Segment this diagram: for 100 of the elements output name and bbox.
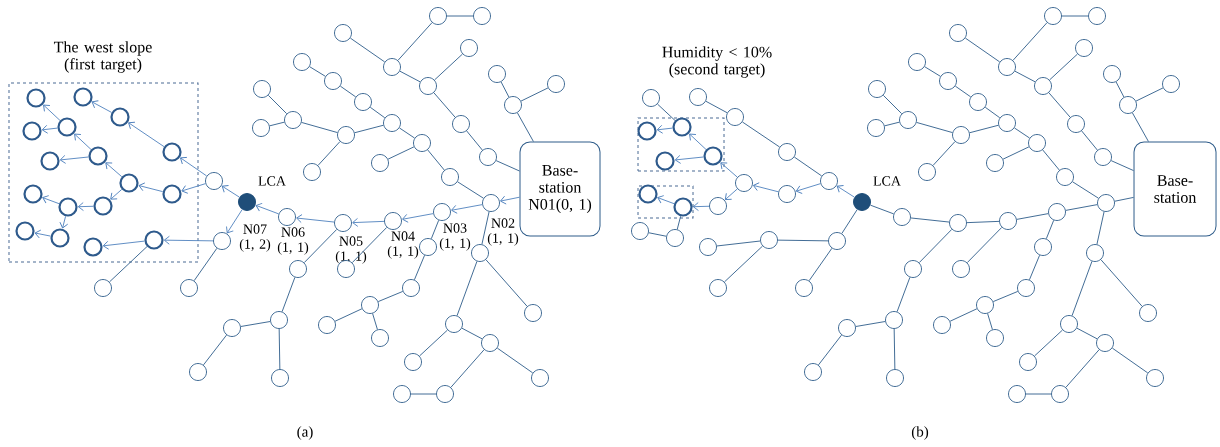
sensor-node	[337, 126, 355, 144]
link-line	[987, 313, 993, 330]
sensor-node	[655, 151, 675, 171]
link-line	[397, 22, 433, 61]
sensor-node	[886, 369, 904, 387]
arrow	[689, 133, 707, 150]
link-line	[461, 327, 483, 340]
link-line	[456, 260, 478, 317]
sensor-node	[709, 279, 727, 297]
link-line	[281, 276, 296, 313]
sensor-node	[1060, 315, 1078, 333]
sensor-node	[673, 197, 693, 217]
arrow	[105, 162, 123, 178]
link-line	[1081, 130, 1098, 151]
node-label: N02 (1, 1)	[487, 218, 519, 246]
link-line	[387, 146, 415, 160]
sensor-node	[795, 279, 813, 297]
sensor-node	[638, 184, 658, 204]
sensor-node	[893, 208, 911, 226]
sensor-node	[284, 111, 302, 129]
sensor-node	[1008, 385, 1026, 403]
sensor-node	[986, 154, 1004, 172]
sensor-node	[94, 279, 112, 297]
sensor-node	[1051, 385, 1069, 403]
arrow	[181, 183, 206, 194]
sensor-node	[868, 80, 886, 98]
arrow	[138, 182, 164, 193]
link-line	[818, 334, 842, 366]
sensor-node	[1097, 194, 1115, 212]
sensor-node	[908, 53, 926, 71]
link-line	[1096, 211, 1105, 245]
sensor-node	[354, 93, 372, 111]
arrow	[500, 195, 520, 205]
link-line	[966, 226, 1003, 264]
link-line	[910, 217, 950, 223]
arrow	[77, 202, 94, 211]
sensor-node	[952, 126, 970, 144]
link-line	[369, 106, 386, 119]
sensor-node	[205, 172, 223, 190]
sensor-node	[58, 197, 78, 217]
link-line	[354, 124, 384, 134]
sensor-node	[1075, 39, 1093, 57]
arrow	[74, 133, 92, 150]
arrow	[752, 182, 779, 193]
arrow	[451, 204, 483, 214]
link-line	[1065, 204, 1098, 211]
sensor-node	[119, 173, 139, 193]
sensor-node	[969, 93, 987, 111]
sensor-node	[73, 87, 93, 107]
link-line	[495, 160, 520, 172]
link-line	[240, 321, 271, 327]
sensor-node	[213, 232, 231, 250]
link-line	[1002, 146, 1030, 160]
link-line	[676, 215, 682, 230]
link-line	[317, 141, 341, 166]
sensor-node	[504, 96, 522, 114]
sensor-node	[524, 304, 542, 322]
sensor-node	[371, 154, 389, 172]
link-line	[269, 121, 285, 127]
link-line	[351, 226, 388, 264]
node-label: LCA	[258, 176, 286, 186]
node-label: N05 (1, 1)	[335, 236, 367, 264]
sensor-node	[436, 385, 454, 403]
link-line	[430, 219, 440, 240]
panel-caption: (b)	[911, 426, 929, 440]
link-line	[1014, 127, 1030, 139]
sensor-node	[293, 53, 311, 71]
link-line	[377, 291, 404, 303]
sensor-node	[50, 228, 70, 248]
link-line	[1034, 329, 1063, 357]
sensor-node	[371, 329, 389, 347]
arrow	[836, 185, 855, 198]
sensor-node	[838, 319, 856, 337]
sensor-node	[949, 24, 967, 42]
sensor-node	[899, 111, 917, 129]
link-line	[466, 130, 483, 151]
link-line	[334, 308, 363, 322]
arrow	[674, 155, 704, 164]
sensor-node	[1146, 369, 1164, 387]
sensor-node	[709, 197, 727, 215]
sensor-node	[703, 146, 723, 166]
link-line	[457, 181, 484, 199]
link-line	[777, 239, 829, 242]
sensor-node	[1119, 96, 1137, 114]
arrow	[110, 188, 123, 200]
link-line	[741, 121, 781, 148]
link-line	[1071, 260, 1093, 317]
link-line	[427, 149, 445, 171]
node-label: N07 (1, 2)	[239, 224, 271, 252]
sensor-node	[481, 334, 499, 352]
sensor-node	[1056, 168, 1074, 186]
sensor-node	[252, 119, 270, 137]
sensor-node	[1017, 279, 1035, 297]
link-line	[372, 313, 378, 330]
target-region: Humidity < 10% (second target)	[637, 46, 772, 172]
link-line	[1065, 349, 1100, 388]
arrow	[59, 155, 89, 164]
arrow	[128, 121, 165, 148]
sensor-node	[40, 151, 60, 171]
arrow	[180, 156, 208, 177]
